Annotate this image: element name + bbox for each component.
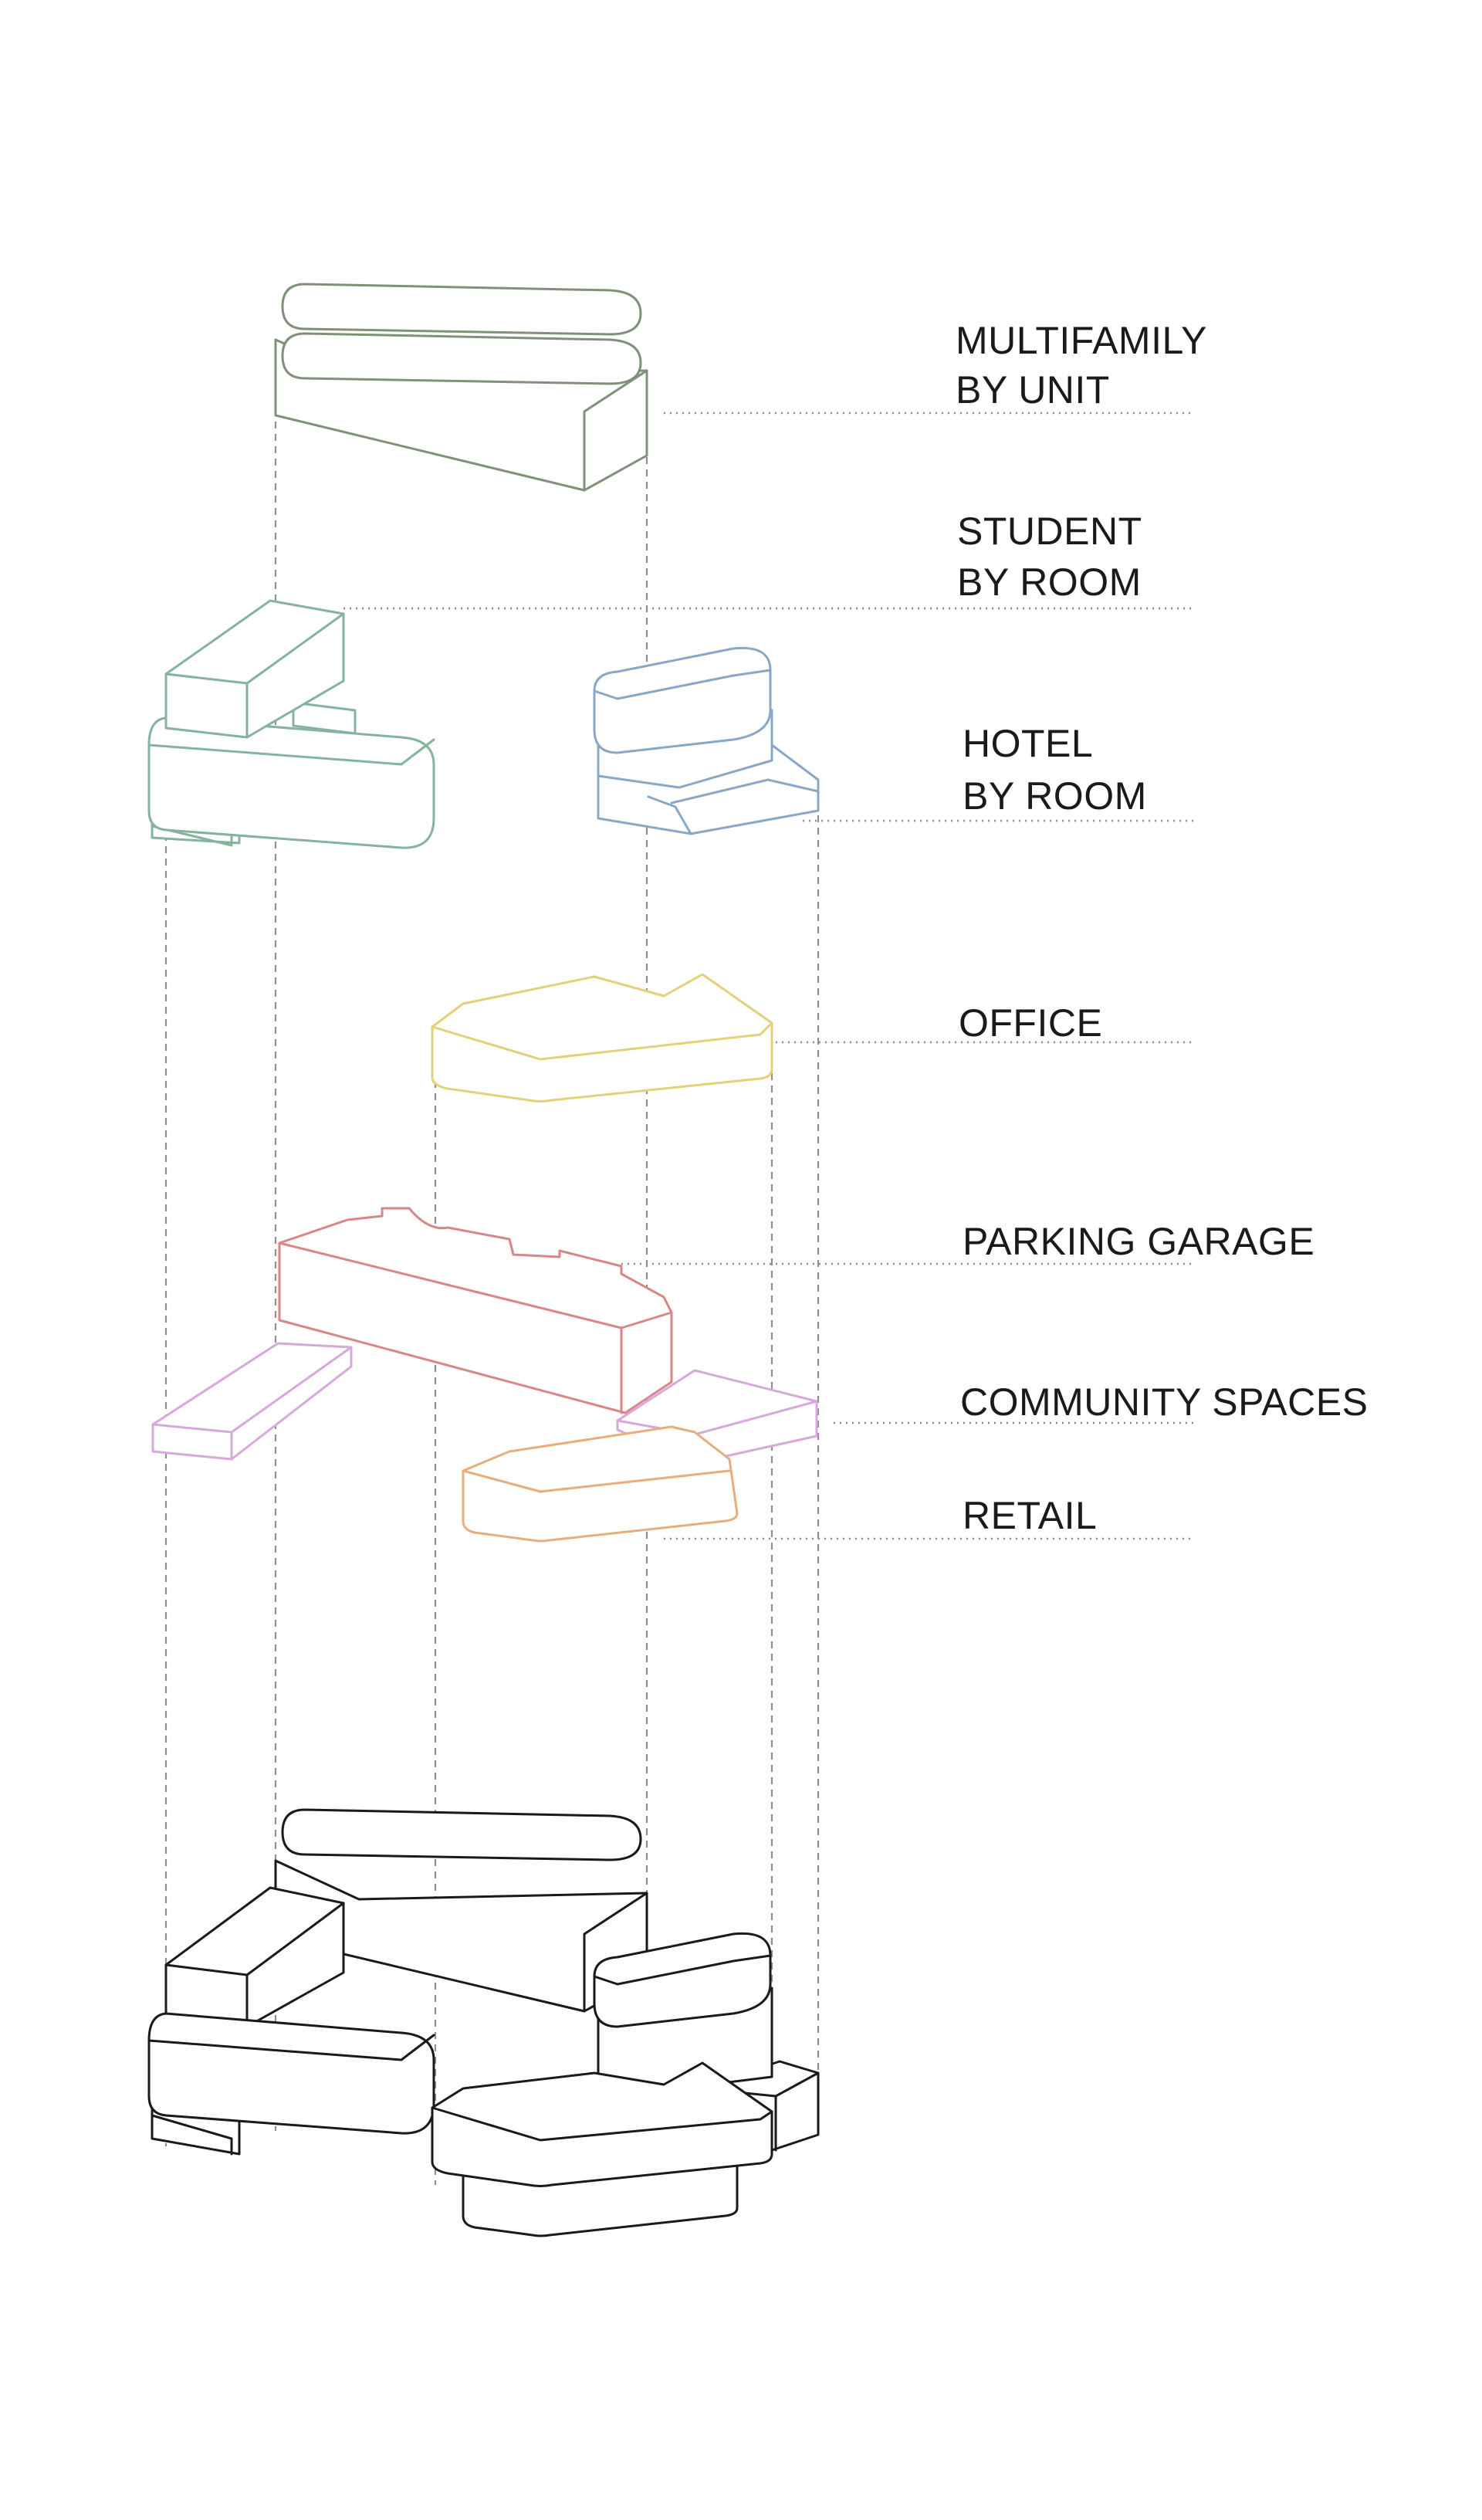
label-multifamily-line1: MULTIFAMILY <box>956 319 1207 362</box>
retail-volume <box>462 1425 739 1543</box>
label-student-line2: BY ROOM <box>957 561 1142 604</box>
label-parking: PARKING GARAGE <box>963 1220 1315 1263</box>
label-student-line1: STUDENT <box>957 510 1142 553</box>
multifamily-volume <box>274 283 648 492</box>
label-community: COMMUNITY SPACES <box>960 1380 1368 1424</box>
label-hotel-line1: HOTEL <box>963 722 1093 765</box>
label-retail: RETAIL <box>963 1494 1097 1537</box>
leader-lines <box>343 412 1195 1540</box>
label-hotel-line2: BY ROOM <box>963 774 1147 818</box>
label-multifamily-line2: BY UNIT <box>956 368 1110 412</box>
office-volume <box>431 973 773 1102</box>
label-office: OFFICE <box>959 1001 1102 1045</box>
hotel-volume <box>593 646 820 835</box>
composite-massing <box>147 1808 820 2237</box>
labels: MULTIFAMILY BY UNIT STUDENT BY ROOM HOTE… <box>956 319 1368 1537</box>
student-volume <box>147 599 435 849</box>
parking-volume <box>278 1207 673 1414</box>
